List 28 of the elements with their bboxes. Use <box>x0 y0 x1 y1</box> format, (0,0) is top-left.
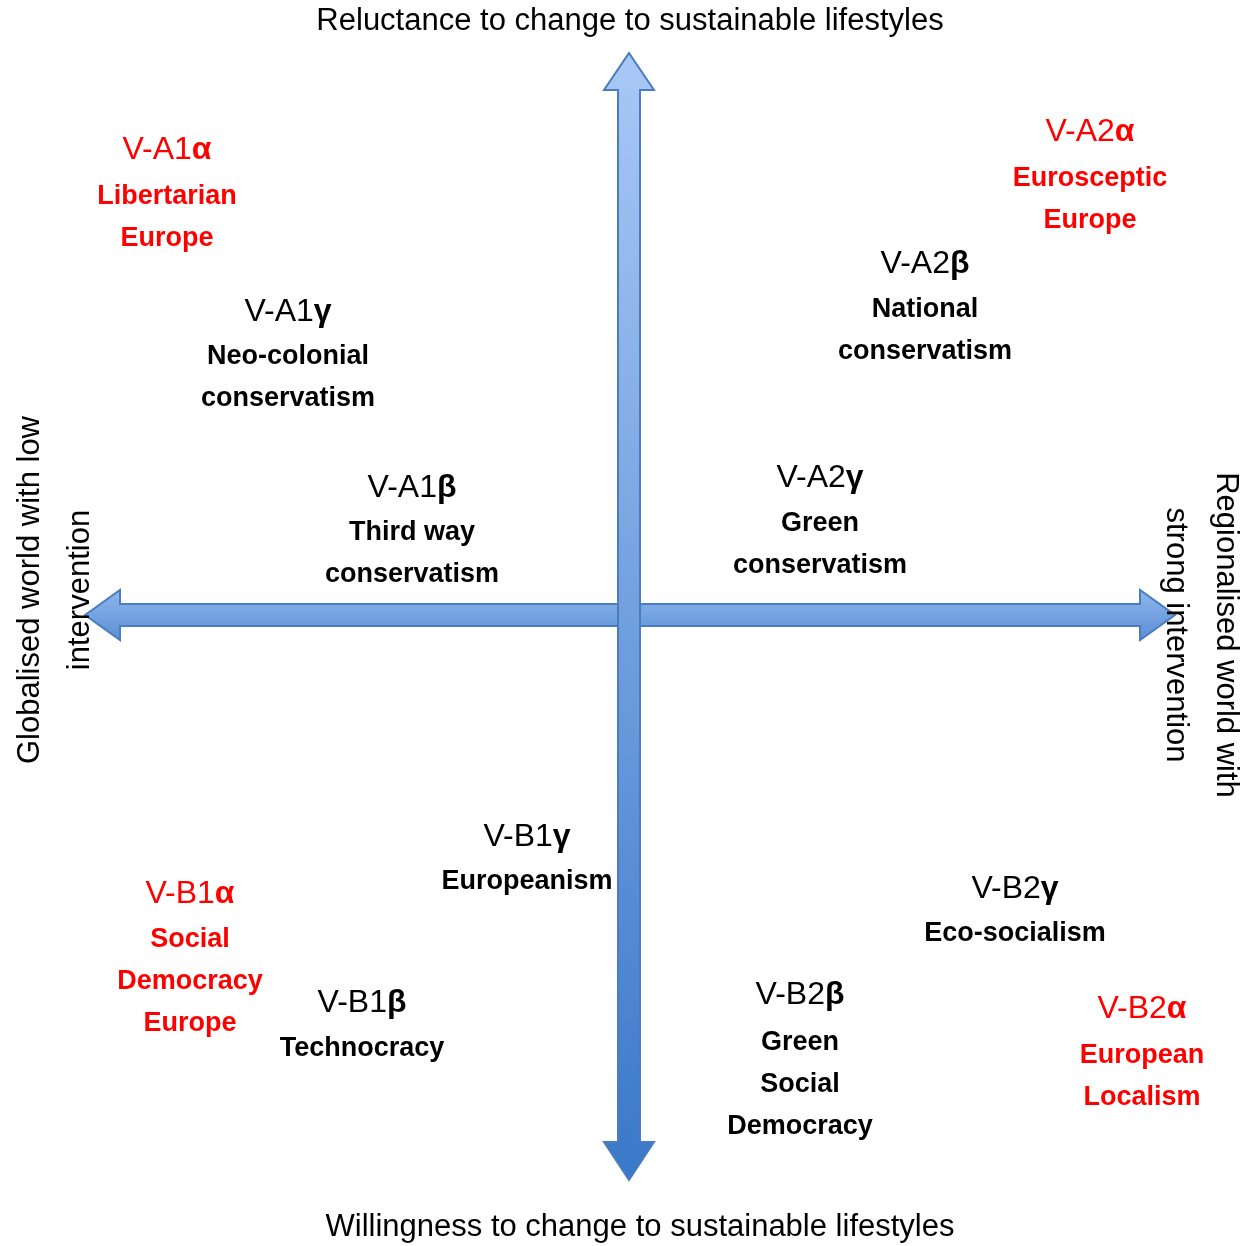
scenario-code: V-B2β <box>755 974 845 1013</box>
scenario-code: V-A2α <box>1045 111 1135 150</box>
scenario-name: Green Social Democracy <box>727 1025 873 1142</box>
scenario-code: V-A2β <box>880 243 970 282</box>
axis-label: Reluctance to change to sustainable lifestyles <box>316 1 944 39</box>
scenario-name: Libertarian Europe <box>97 179 237 254</box>
scenario-code: V-B2α <box>1097 988 1187 1027</box>
scenario-name: National conservatism <box>837 292 1013 367</box>
axis-label: Willingness to change to sustainable lifestyles <box>325 1207 955 1245</box>
scenario-name: European Localism <box>1079 1038 1205 1113</box>
axis-label: Globalised world with low intervention <box>10 415 97 765</box>
scenario-name: Neo-colonial conservatism <box>200 339 376 414</box>
scenario-code: V-A1γ <box>244 291 332 330</box>
scenario-code: V-A2γ <box>776 457 864 496</box>
scenario-code: V-B1β <box>317 982 407 1021</box>
scenario-code: V-B2γ <box>971 868 1059 907</box>
scenario-name: Europeanism <box>441 864 613 897</box>
scenario-name: Technocracy <box>279 1031 445 1064</box>
scenario-name: Third way conservatism <box>323 515 501 590</box>
axis-label: Regionalised world with strong intervention <box>1159 471 1246 800</box>
scenario-name: Social Democracy Europe <box>117 922 263 1039</box>
scenario-name: Green conservatism <box>732 506 908 581</box>
scenario-code: V-B1α <box>145 873 235 912</box>
scenario-code: V-A1β <box>367 467 457 506</box>
scenario-name: Eurosceptic Europe <box>1012 161 1168 236</box>
scenario-name: Eco-socialism <box>924 916 1106 949</box>
scenario-code: V-A1α <box>122 129 212 168</box>
scenario-code: V-B1γ <box>483 816 571 855</box>
